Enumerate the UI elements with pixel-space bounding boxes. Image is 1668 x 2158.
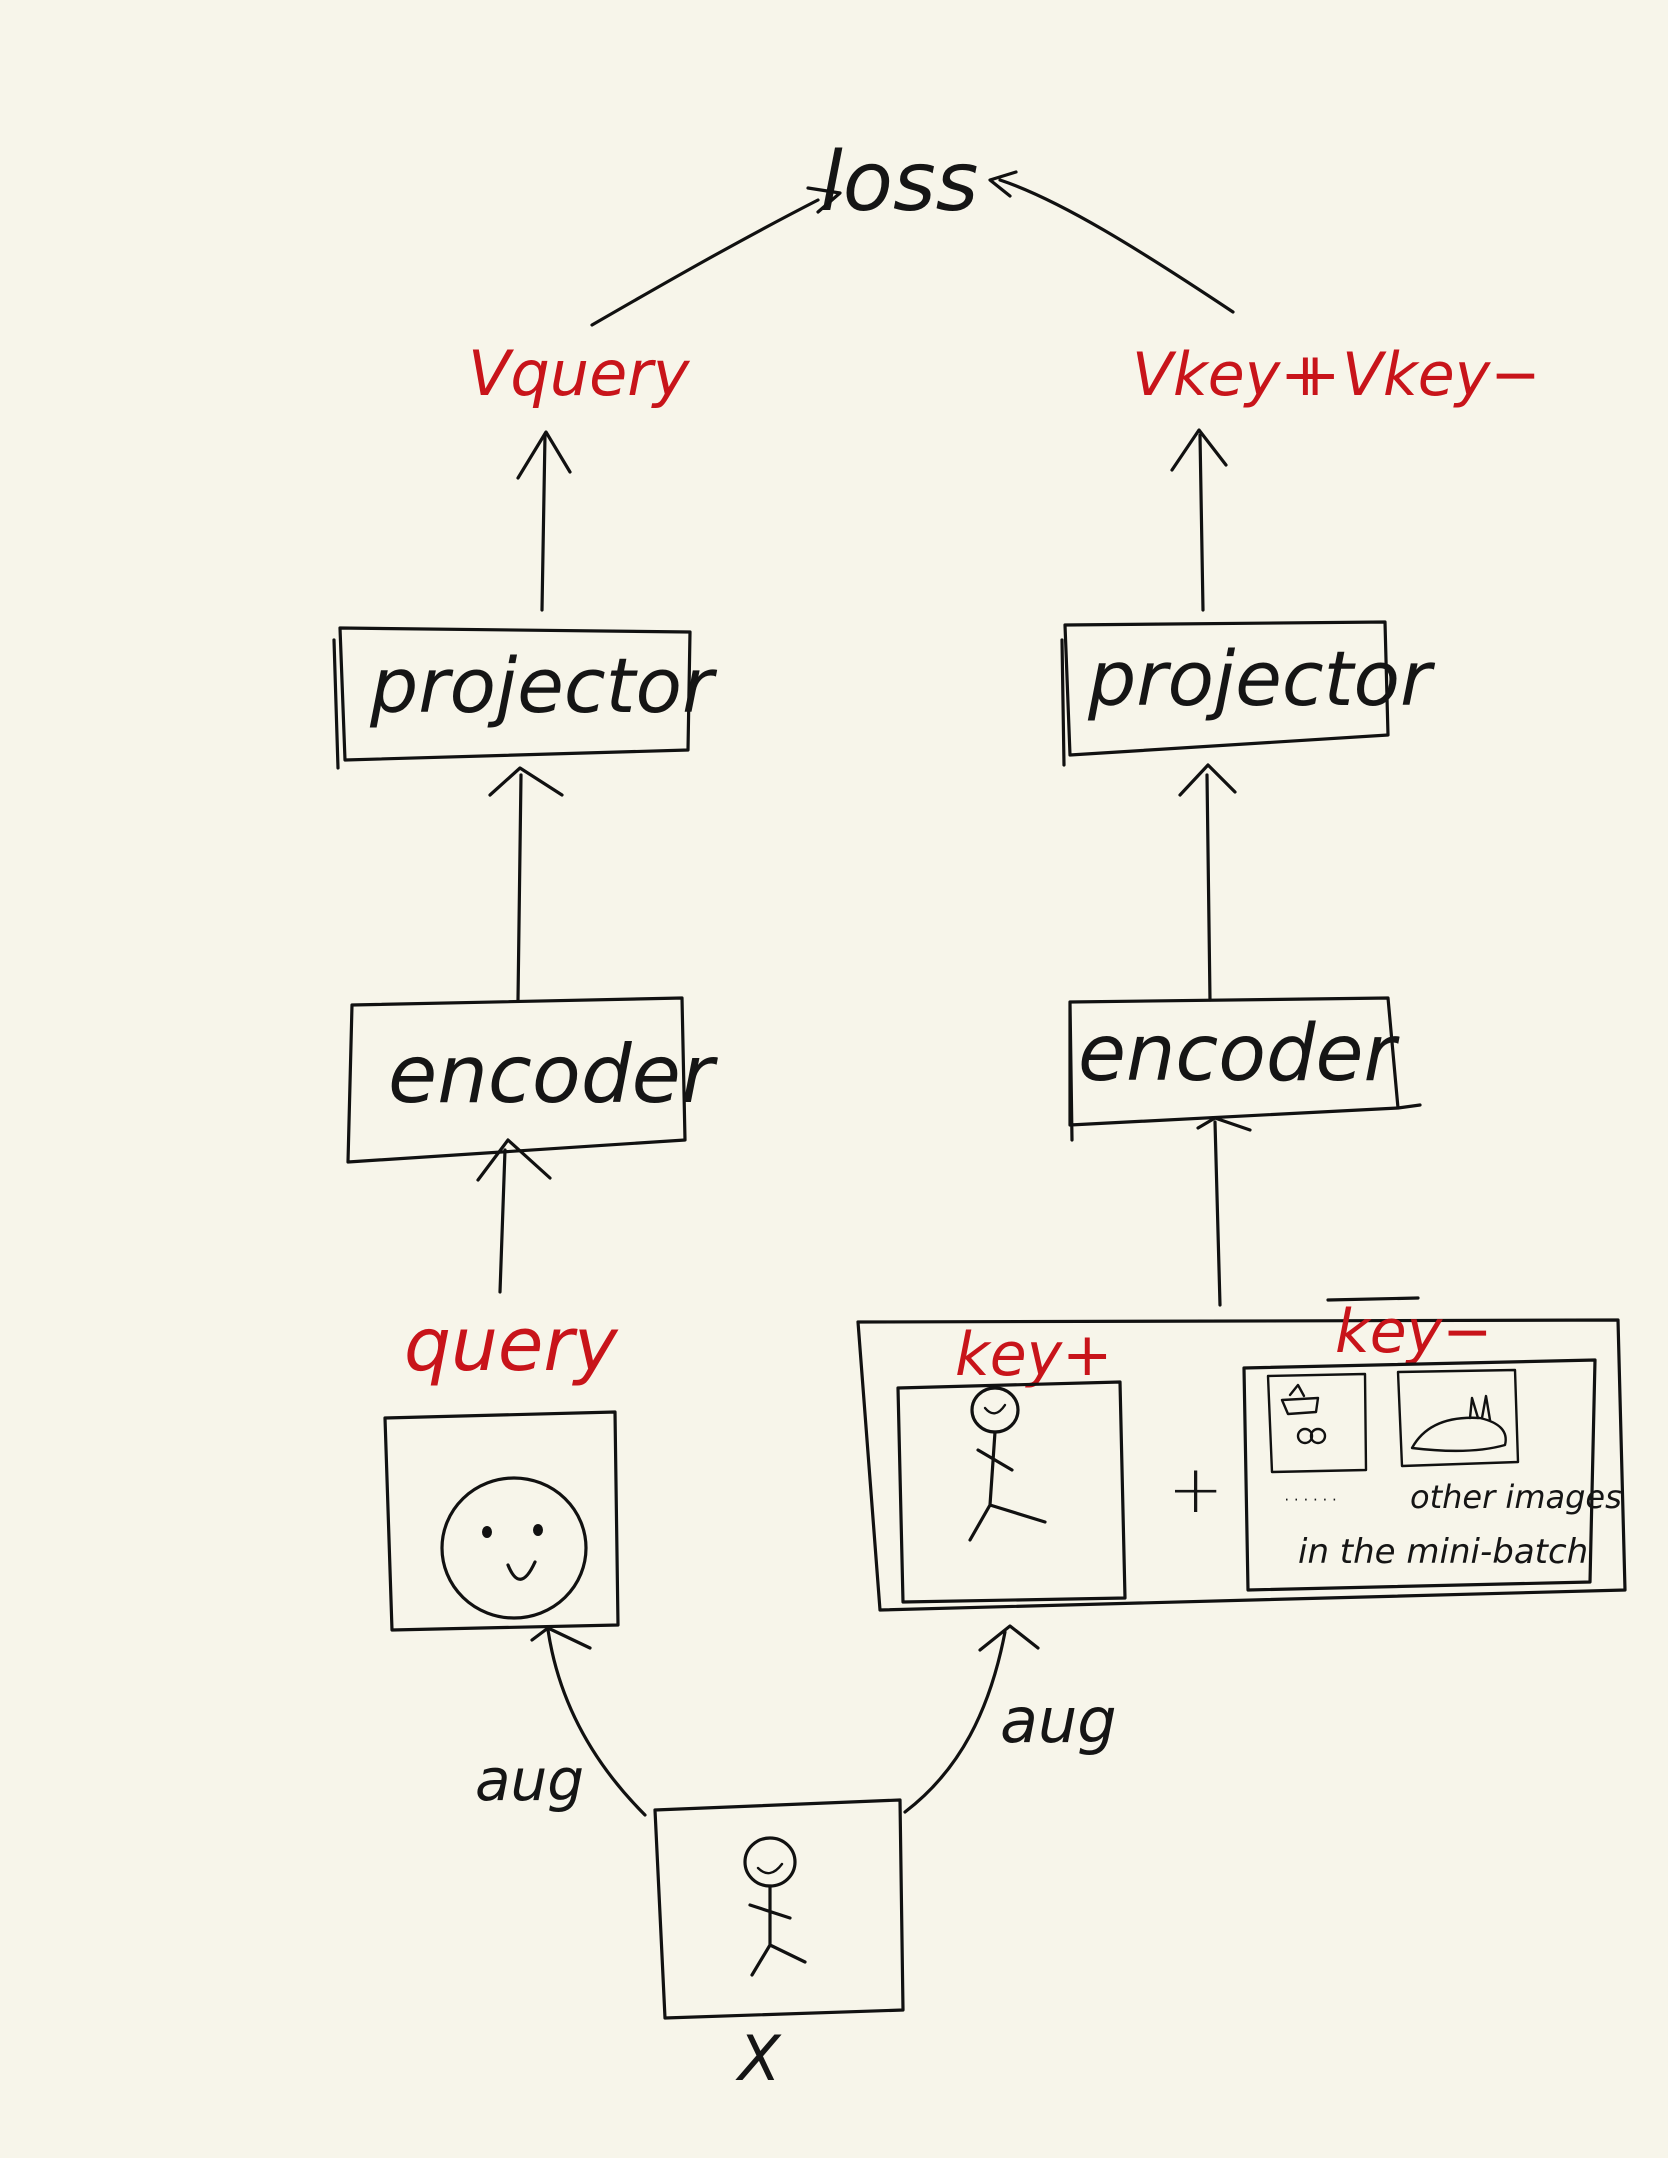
v-plus-label: + <box>1290 340 1340 410</box>
bunny-icon <box>1410 1394 1507 1453</box>
arrow-encoder-right-up-head <box>1178 763 1237 797</box>
stick-figure-running-icon <box>968 1386 1047 1542</box>
key-neg-group-box <box>1242 1358 1597 1592</box>
arrow-encoder-left-up-head <box>488 766 564 797</box>
query-image-box <box>383 1410 620 1632</box>
projector-right-box <box>1060 620 1390 767</box>
keys-container-top-mark <box>1326 1296 1420 1302</box>
aug-arrow-left <box>546 1628 647 1817</box>
negative-image-1-box <box>1266 1372 1368 1474</box>
original-image-box <box>653 1798 905 2020</box>
plus-sign: + <box>1168 1451 1223 1528</box>
arrow-projector-left-up-head <box>516 430 572 480</box>
arrow-keys-to-encoder-head <box>1196 1116 1252 1132</box>
projector-right-label: projector <box>1087 634 1436 723</box>
key-pos-image-box <box>896 1380 1127 1604</box>
negative-image-2-box <box>1396 1368 1520 1468</box>
loss-arrow-left-head <box>806 186 842 214</box>
v-key-neg-label: Vkey− <box>1342 340 1541 410</box>
encoder-left-box <box>346 996 687 1164</box>
arrow-projector-right-up <box>1198 433 1205 612</box>
v-query-label: Vquery <box>468 337 691 410</box>
arrow-encoder-right-up <box>1205 773 1212 1002</box>
dots-label: ······ <box>1282 1483 1339 1518</box>
key-pos-label: key+ <box>955 1320 1112 1390</box>
arrow-projector-left-up <box>540 433 547 612</box>
arrow-encoder-left-up <box>516 773 523 1002</box>
loss-arrow-right <box>998 178 1235 314</box>
x-label: X <box>735 2022 782 2095</box>
arrow-keys-to-encoder <box>1213 1120 1222 1307</box>
loss-arrow-left <box>590 198 820 327</box>
query-label: query <box>404 1302 619 1388</box>
projector-left-box <box>332 626 692 770</box>
keys-container-box <box>856 1318 1627 1612</box>
arrow-projector-right-up-head <box>1170 428 1228 472</box>
encoder-right-label: encoder <box>1078 1009 1401 1099</box>
arrow-query-to-encoder-head <box>476 1138 552 1182</box>
loss-label: loss <box>820 135 978 230</box>
smiley-face-icon <box>440 1476 588 1620</box>
encoder-right-box <box>1068 996 1422 1142</box>
other-images-line1: other images <box>1410 1478 1622 1516</box>
aug-left-label: aug <box>475 1746 584 1814</box>
encoder-left-label: encoder <box>388 1028 719 1121</box>
arrow-query-to-encoder <box>498 1148 507 1294</box>
key-neg-label: key− <box>1335 1297 1492 1367</box>
v-key-pos-label: Vkey+ <box>1132 340 1331 410</box>
small-animal-icon <box>1280 1383 1327 1445</box>
other-images-line2: in the mini-batch <box>1298 1532 1588 1572</box>
aug-right-label: aug <box>1000 1684 1117 1757</box>
stick-figure-icon <box>743 1836 807 1977</box>
aug-arrow-left-head <box>530 1626 592 1650</box>
aug-arrow-right-head <box>978 1624 1040 1652</box>
loss-arrow-right-head <box>988 170 1018 198</box>
projector-left-label: projector <box>369 641 718 730</box>
aug-arrow-right <box>903 1630 1007 1814</box>
